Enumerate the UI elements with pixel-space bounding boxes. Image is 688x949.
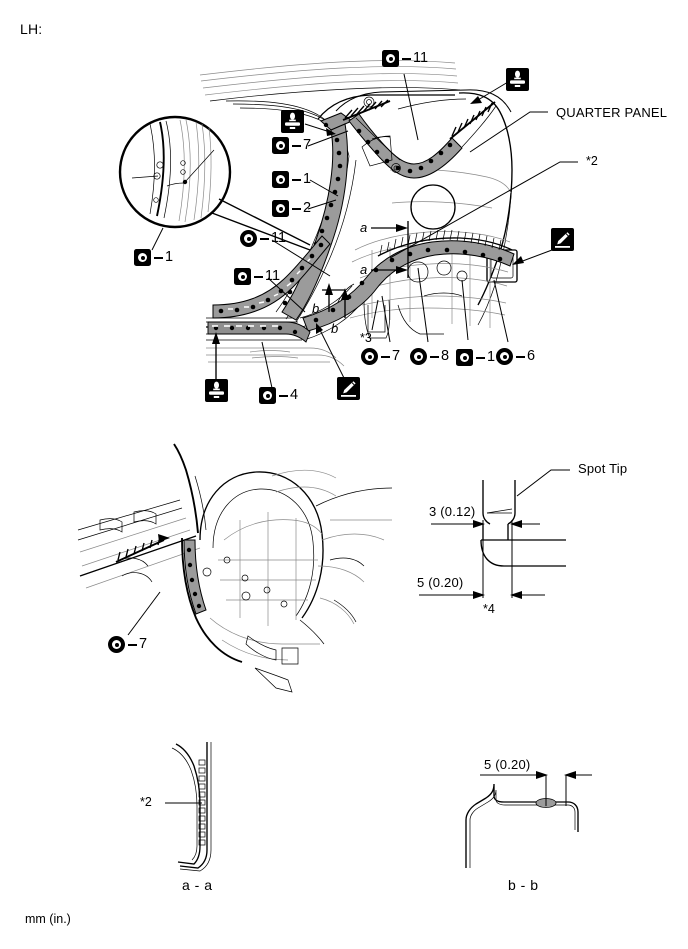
spot-welder-icon-top-left[interactable] (281, 110, 304, 133)
weld-marker-square-icon (272, 200, 289, 217)
spot-welder-icon-top-right[interactable] (506, 68, 529, 91)
marker-11-top[interactable]: 11 (382, 50, 428, 67)
weld-marker-square-icon (272, 137, 289, 154)
note-asterisk-3: *3 (360, 331, 372, 345)
marker-dash (154, 256, 163, 259)
weld-marker-square-icon (456, 349, 473, 366)
marker-number: 7 (303, 137, 312, 154)
marker-number: 7 (392, 348, 401, 365)
spot-tip-callout: Spot Tip (578, 461, 628, 476)
marker-8-lower[interactable]: 8 (410, 348, 449, 365)
weld-marker-square-icon (382, 50, 399, 67)
marker-dash (292, 144, 301, 147)
marker-number: 1 (303, 171, 312, 188)
weld-marker-circle-icon (361, 348, 378, 365)
weld-marker-circle-icon (410, 348, 427, 365)
marker-dash (430, 355, 439, 358)
marker-1-lower[interactable]: 1 (456, 349, 495, 366)
weld-marker-square-icon (234, 268, 251, 285)
spot-welder-icon-bottom-left[interactable] (205, 379, 228, 402)
marker-dash (279, 394, 288, 397)
weld-marker-square-icon (259, 387, 276, 404)
marker-number: 11 (413, 50, 429, 67)
marker-dash (402, 57, 411, 60)
side-label: LH: (20, 21, 43, 37)
marker-11-mid-circle[interactable]: 11 (240, 230, 286, 247)
weld-marker-square-icon (134, 249, 151, 266)
marker-2-upper[interactable]: 2 (272, 200, 311, 217)
marker-dash (476, 356, 485, 359)
weld-marker-circle-icon (240, 230, 257, 247)
weld-marker-circle-icon (108, 636, 125, 653)
marker-pen-icon-bottom[interactable] (337, 377, 360, 400)
quarter-panel-callout: QUARTER PANEL (556, 105, 668, 120)
marker-number: 6 (527, 348, 536, 365)
marker-pen-icon-right[interactable] (551, 228, 574, 251)
marker-dash (292, 178, 301, 181)
section-bb-caption: b - b (508, 877, 539, 893)
marker-number: 4 (290, 387, 299, 404)
section-bb-dimension: 5 (0.20) (484, 757, 531, 772)
note-asterisk-2: *2 (586, 154, 598, 168)
spot-tip-note-asterisk-4: *4 (483, 602, 495, 616)
marker-dash (381, 355, 390, 358)
marker-6-lower[interactable]: 6 (496, 348, 535, 365)
marker-1-detail[interactable]: 1 (134, 249, 173, 266)
marker-dash (292, 207, 301, 210)
units-note: mm (in.) (25, 912, 71, 926)
marker-dash (260, 237, 269, 240)
marker-7-lower[interactable]: 7 (361, 348, 400, 365)
marker-number: 1 (165, 249, 174, 266)
marker-number: 8 (441, 348, 450, 365)
marker-1-upper[interactable]: 1 (272, 171, 311, 188)
marker-4-lower[interactable]: 4 (259, 387, 298, 404)
marker-7-wheel-arch[interactable]: 7 (108, 636, 147, 653)
marker-number: 11 (265, 268, 281, 285)
marker-dash (254, 275, 263, 278)
marker-number: 11 (271, 230, 287, 247)
marker-dash (128, 643, 137, 646)
marker-number: 1 (487, 349, 496, 366)
section-mark-b-left: b (312, 301, 320, 316)
section-aa-note-asterisk-2: *2 (140, 795, 152, 809)
spot-tip-dim-top: 3 (0.12) (429, 504, 476, 519)
marker-7-upper[interactable]: 7 (272, 137, 311, 154)
marker-11-mid-square[interactable]: 11 (234, 268, 280, 285)
marker-number: 7 (139, 636, 148, 653)
section-mark-a-lower: a (360, 262, 368, 277)
section-mark-b-right: b (331, 321, 339, 336)
section-aa-caption: a - a (182, 877, 213, 893)
marker-dash (516, 355, 525, 358)
marker-number: 2 (303, 200, 312, 217)
weld-marker-circle-icon (496, 348, 513, 365)
spot-tip-dim-bottom: 5 (0.20) (417, 575, 464, 590)
section-mark-a-upper: a (360, 220, 368, 235)
weld-marker-square-icon (272, 171, 289, 188)
